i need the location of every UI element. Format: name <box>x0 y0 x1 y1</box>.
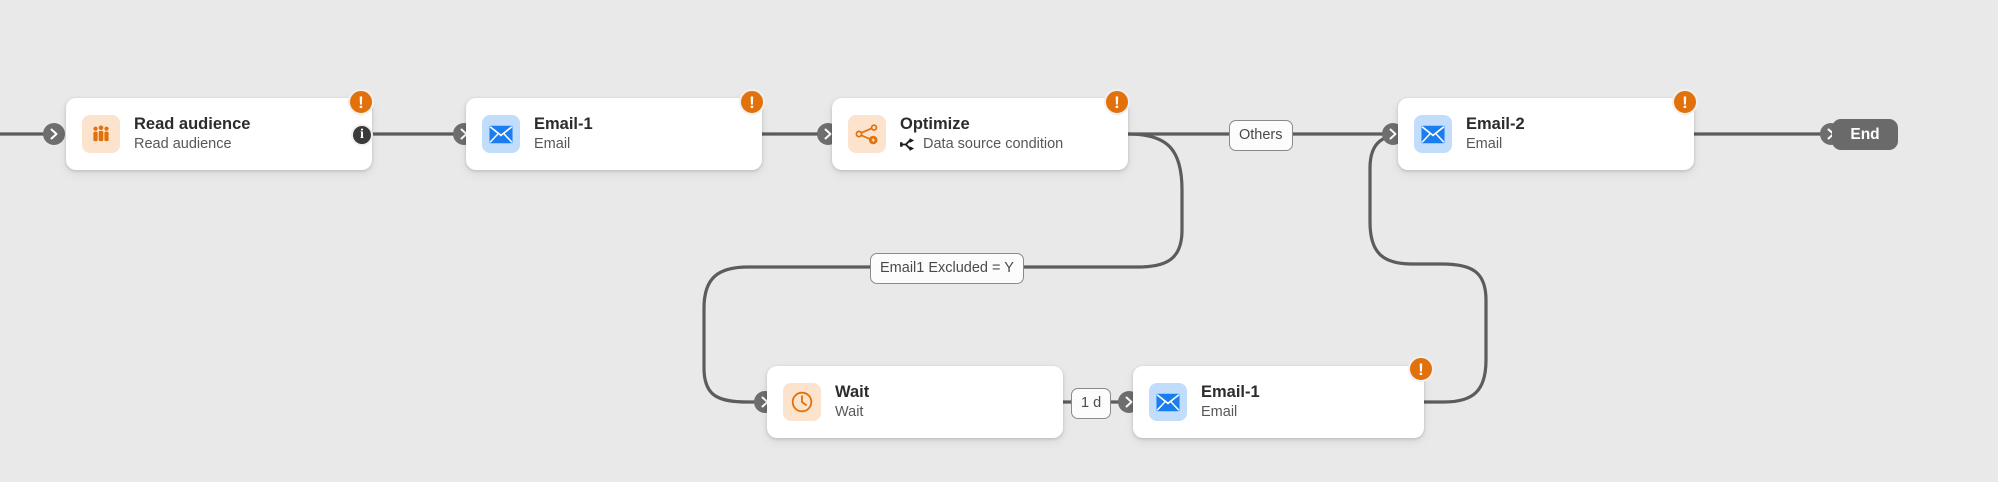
warning-badge-optimize[interactable]: ! <box>1104 89 1130 115</box>
edge-email1b-to-email2 <box>1368 132 1488 404</box>
arrow-marker-entry <box>43 123 65 145</box>
warning-badge-read-audience[interactable]: ! <box>348 89 374 115</box>
node-subtitle-text: Email <box>1466 135 1503 152</box>
node-subtitle: Email <box>1201 403 1260 422</box>
warning-badge-email-1-bottom[interactable]: ! <box>1408 356 1434 382</box>
audience-people-icon <box>82 115 120 153</box>
node-subtitle: Email <box>1466 135 1525 154</box>
node-subtitle-text: Wait <box>835 403 864 420</box>
clock-icon <box>783 383 821 421</box>
edge-label-email1-excluded[interactable]: Email1 Excluded = Y <box>870 253 1024 284</box>
node-subtitle: Data source condition <box>900 135 1063 154</box>
node-email-1-top-text: Email-1 Email <box>534 115 593 154</box>
node-subtitle-text: Data source condition <box>923 135 1064 152</box>
node-wait-text: Wait Wait <box>835 383 869 422</box>
node-optimize[interactable]: Optimize Data source condition <box>832 98 1128 170</box>
node-subtitle-text: Email <box>534 135 571 152</box>
node-email-1-top[interactable]: Email-1 Email <box>466 98 762 170</box>
node-subtitle-text: Email <box>1201 403 1238 420</box>
warning-badge-email-2[interactable]: ! <box>1672 89 1698 115</box>
envelope-icon <box>1414 115 1452 153</box>
node-read-audience-text: Read audience Read audience <box>134 115 250 154</box>
optimize-split-icon <box>848 115 886 153</box>
envelope-icon <box>482 115 520 153</box>
node-wait[interactable]: Wait Wait <box>767 366 1063 438</box>
node-title: Email-1 <box>534 114 593 133</box>
node-email-1-bottom[interactable]: Email-1 Email <box>1133 366 1424 438</box>
node-optimize-text: Optimize Data source condition <box>900 115 1063 154</box>
edge-label-others[interactable]: Others <box>1229 120 1293 151</box>
branch-condition-icon <box>900 137 917 152</box>
node-title: Email-1 <box>1201 382 1260 401</box>
node-email-2[interactable]: Email-2 Email <box>1398 98 1694 170</box>
node-email-2-text: Email-2 Email <box>1466 115 1525 154</box>
node-subtitle: Email <box>534 135 593 154</box>
node-read-audience[interactable]: Read audience Read audience <box>66 98 372 170</box>
envelope-icon <box>1149 383 1187 421</box>
node-title: Optimize <box>900 114 970 133</box>
edge-branch-to-wait <box>702 265 874 404</box>
node-subtitle: Wait <box>835 403 869 422</box>
node-email-1-bottom-text: Email-1 Email <box>1201 383 1260 422</box>
node-subtitle: Read audience <box>134 135 250 154</box>
info-badge-read-audience[interactable]: i <box>351 124 373 146</box>
edge-label-wait-duration[interactable]: 1 d <box>1071 388 1112 419</box>
end-node[interactable]: End <box>1832 119 1898 150</box>
node-title: Email-2 <box>1466 114 1525 133</box>
edge-optimize-branch-down <box>1011 132 1184 269</box>
warning-badge-email-1-top[interactable]: ! <box>739 89 765 115</box>
node-title: Read audience <box>134 114 251 133</box>
node-subtitle-text: Read audience <box>134 135 232 152</box>
node-title: Wait <box>835 382 870 401</box>
